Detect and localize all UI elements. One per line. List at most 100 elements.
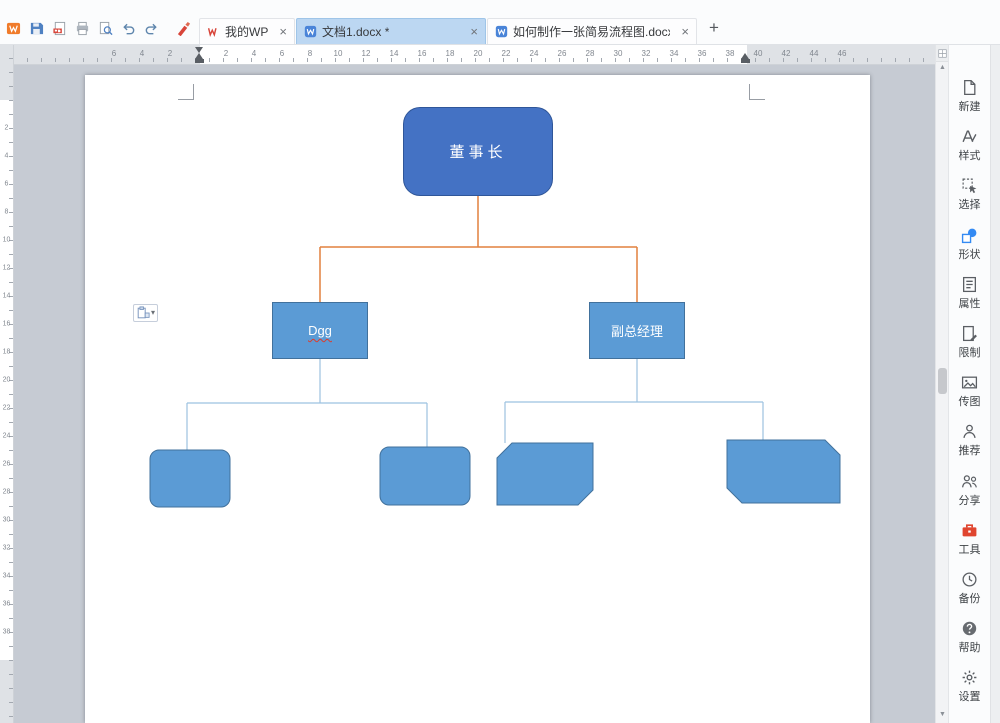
dropdown-arrow-icon: ▾	[151, 308, 156, 317]
org-chart-child-box-2[interactable]	[379, 446, 471, 506]
org-chart-child-box-1[interactable]	[149, 449, 231, 508]
sidebar-item-properties[interactable]: 属性	[949, 276, 990, 325]
right-indent-box[interactable]	[741, 59, 750, 63]
left-indent-marker[interactable]	[195, 59, 204, 63]
ruler-number: 38	[725, 49, 735, 58]
orange-connector-line[interactable]	[319, 196, 638, 302]
ruler-ticks	[14, 58, 935, 62]
ruler-number: 22	[501, 49, 511, 58]
sidebar-item-recommend[interactable]: 推荐	[949, 423, 990, 472]
blue-connector-line-right[interactable]	[504, 359, 764, 443]
ruler-number: 46	[837, 49, 847, 58]
ruler-toggle-icon	[937, 48, 948, 59]
recommend-icon	[961, 423, 978, 440]
sidebar-item-select[interactable]: 选择	[949, 177, 990, 226]
ruler-number: 24	[529, 49, 539, 58]
ruler-number: 14	[389, 49, 399, 58]
ruler-number: 36	[2, 600, 11, 608]
save-button[interactable]	[26, 18, 46, 38]
print-button[interactable]	[72, 18, 92, 38]
ruler-number: 6	[111, 49, 117, 58]
undo-button[interactable]	[118, 18, 138, 38]
preview-icon	[98, 21, 113, 36]
sidebar-item-restrict[interactable]: 限制	[949, 325, 990, 374]
hanging-indent-marker[interactable]	[195, 53, 203, 59]
ruler-number: 32	[2, 544, 11, 552]
scroll-up-button[interactable]: ▲	[939, 64, 946, 71]
window-edge-strip	[990, 45, 1000, 723]
left-manager-label: Dgg	[308, 323, 332, 338]
scrollbar-thumb[interactable]	[938, 368, 947, 394]
org-chart-chairman-box[interactable]: 董事长	[403, 107, 553, 196]
ruler-number: 14	[2, 292, 11, 300]
ruler-number: 12	[2, 264, 11, 272]
document-tab-3[interactable]: 如何制作一张简易流程图.docx ×	[487, 18, 697, 44]
sidebar-item-style[interactable]: 样式	[949, 128, 990, 177]
settings-icon	[961, 669, 978, 686]
sidebar-item-help[interactable]: 帮助	[949, 620, 990, 669]
ruler-number: 6	[279, 49, 285, 58]
ruler-number: 8	[4, 208, 9, 216]
right-sidebar: 新建样式选择形状属性限制传图推荐分享工具备份帮助设置	[948, 45, 990, 723]
sidebar-item-settings[interactable]: 设置	[949, 669, 990, 718]
document-tab-2[interactable]: 文档1.docx *×	[296, 18, 486, 44]
ruler-number: 2	[4, 124, 9, 132]
sidebar-item-new-doc[interactable]: 新建	[949, 79, 990, 128]
document-tab-1[interactable]: 我的WPS ×	[199, 18, 295, 44]
text-boundary-mark-left	[178, 84, 194, 100]
tools-icon	[961, 522, 978, 539]
ruler-number: 16	[2, 320, 11, 328]
format-brush-button[interactable]	[173, 18, 193, 38]
blue-connector-line-left[interactable]	[186, 359, 428, 450]
sidebar-item-backup[interactable]: 备份	[949, 571, 990, 620]
tab-close-icon[interactable]: ×	[279, 24, 287, 39]
scroll-down-button[interactable]: ▼	[939, 711, 946, 718]
ruler-number: 26	[2, 460, 11, 468]
document-page[interactable]: 董事长 Dgg 副总经理 ▾	[85, 75, 870, 723]
org-chart-right-manager-box[interactable]: 副总经理	[589, 302, 685, 359]
sidebar-item-upload-image[interactable]: 传图	[949, 374, 990, 423]
ruler-number: 38	[2, 628, 11, 636]
right-indent-marker[interactable]	[741, 53, 749, 59]
sidebar-item-tools[interactable]: 工具	[949, 522, 990, 571]
paste-options-button[interactable]: ▾	[133, 304, 159, 322]
sidebar-item-label: 新建	[958, 101, 981, 113]
sidebar-item-shape[interactable]: 形状	[949, 227, 990, 276]
org-chart-shapes[interactable]	[85, 75, 870, 723]
tab-close-icon[interactable]: ×	[470, 24, 478, 39]
wps-menu-button[interactable]	[3, 18, 23, 38]
ruler-number: 30	[2, 516, 11, 524]
ruler-number: 10	[2, 236, 11, 244]
restrict-icon	[961, 325, 978, 342]
ruler-toggle-button[interactable]	[936, 45, 949, 62]
ruler-number: 20	[473, 49, 483, 58]
new-tab-button[interactable]: +	[709, 18, 719, 37]
redo-button[interactable]	[141, 18, 161, 38]
org-chart-child-box-4[interactable]	[726, 439, 841, 504]
document-canvas[interactable]: 董事长 Dgg 副总经理 ▾	[14, 65, 935, 723]
redo-icon	[144, 21, 159, 36]
ruler-number: 26	[557, 49, 567, 58]
style-icon	[961, 128, 978, 145]
tab-close-icon[interactable]: ×	[681, 24, 689, 39]
org-chart-child-box-3[interactable]	[496, 442, 594, 506]
tab-label: 如何制作一张简易流程图.docx	[513, 25, 671, 39]
org-chart-left-manager-box[interactable]: Dgg	[272, 302, 368, 359]
text-boundary-mark-right	[749, 84, 765, 100]
sidebar-item-share[interactable]: 分享	[949, 473, 990, 522]
sidebar-item-label: 属性	[958, 297, 981, 310]
ruler-number: 22	[2, 404, 11, 412]
preview-button[interactable]	[95, 18, 115, 38]
vertical-scrollbar[interactable]: ▲ ▼	[935, 45, 949, 723]
first-line-indent-marker[interactable]	[195, 47, 203, 53]
ruler-number: 16	[417, 49, 427, 58]
tab-label: 我的WPS	[225, 25, 269, 39]
ruler-number: 30	[613, 49, 623, 58]
ruler-number: 36	[697, 49, 707, 58]
help-icon	[961, 620, 978, 637]
ruler-number: 28	[2, 488, 11, 496]
export-button[interactable]	[49, 18, 69, 38]
right-manager-label: 副总经理	[610, 324, 663, 339]
